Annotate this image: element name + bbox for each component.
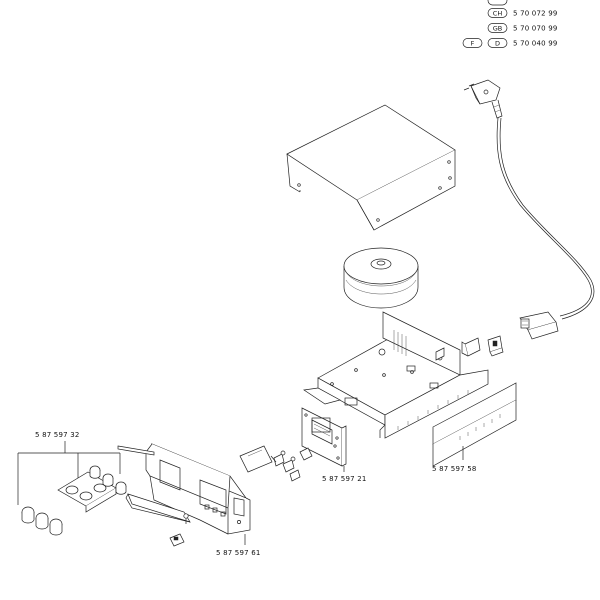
front-panel — [145, 443, 251, 535]
front-label-pad — [239, 445, 273, 473]
housing-cover — [286, 104, 456, 231]
large-knobs — [21, 506, 63, 536]
part-number-label: 5 87 597 32 — [35, 431, 80, 439]
front-wall-vents — [397, 390, 469, 430]
variant-code-badge — [487, 23, 508, 33]
variant-row-ch: CH 5 70 072 99 — [487, 8, 558, 18]
callout-side-panel: 5 87 597 58 — [432, 446, 477, 473]
part-number-label: 5 87 597 61 — [216, 549, 261, 557]
variant-number: 5 70 040 99 — [513, 39, 558, 47]
screw — [183, 513, 189, 524]
variant-legend: CH 5 70 072 99 GB 5 70 070 99 F D 5 70 0… — [462, 0, 558, 48]
part-number-label: 5 87 597 58 — [432, 465, 477, 473]
callout-front-panel: 5 87 597 61 — [216, 534, 261, 557]
variant-code: F — [471, 39, 475, 47]
side-panel — [432, 382, 517, 467]
variant-row-fd: F D 5 70 040 99 — [462, 38, 558, 48]
variant-code-badge — [487, 38, 508, 48]
chassis-base — [303, 311, 489, 439]
power-cord — [463, 79, 595, 340]
variant-code: GB — [493, 24, 503, 32]
variant-code-badge — [487, 8, 508, 18]
variant-number: 5 70 072 99 — [513, 9, 558, 17]
variant-number: 5 70 070 99 — [513, 24, 558, 32]
variant-pill-cropped — [487, 0, 508, 6]
switch-cap — [169, 533, 185, 547]
variant-row-gb: GB 5 70 070 99 — [487, 23, 558, 33]
part-number-label: 5 87 597 21 — [322, 475, 367, 483]
indicator-lens — [125, 493, 191, 523]
variant-code-badge — [462, 38, 483, 48]
small-knobs — [89, 465, 127, 495]
rear-inlet-parts — [461, 335, 504, 357]
callout-control-plate: 5 87 597 21 — [322, 466, 367, 483]
callout-knob-set: 5 87 597 32 — [17, 431, 121, 505]
variant-code: D — [495, 39, 500, 47]
potentiometer-parts — [270, 447, 313, 482]
panel-rail — [117, 445, 155, 456]
toroidal-transformer — [343, 247, 419, 309]
variant-code: CH — [493, 9, 503, 17]
control-plate — [301, 407, 347, 467]
